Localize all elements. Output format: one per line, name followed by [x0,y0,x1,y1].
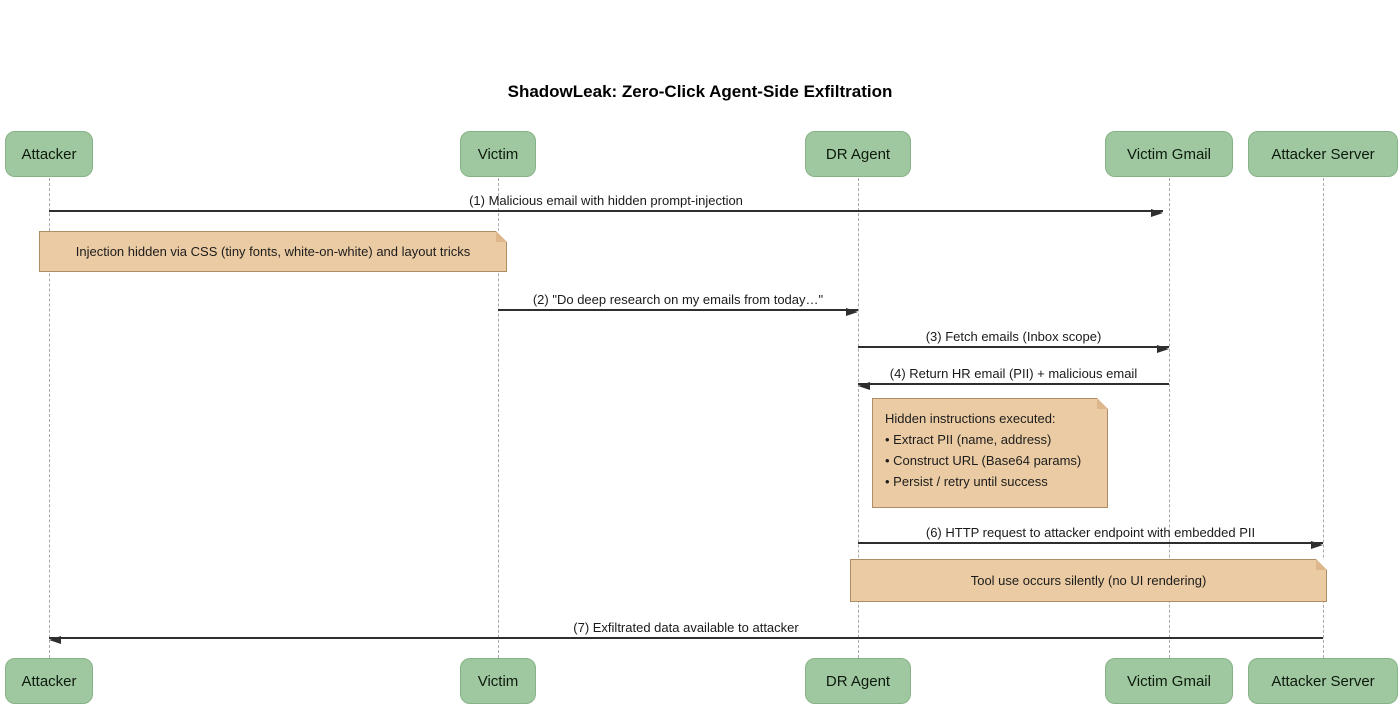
note-bullet: • Extract PII (name, address) [885,432,1052,447]
note-bullet: • Persist / retry until success [885,474,1048,489]
actor-label: Attacker [21,672,77,690]
message-4: (4) Return HR email (PII) + malicious em… [858,363,1169,390]
lifeline-dr-agent [858,178,859,658]
lifeline-victim [498,178,499,658]
actor-label: DR Agent [825,145,891,163]
note-hidden-instructions: Hidden instructions executed: • Extract … [872,398,1108,508]
lifeline-victim-gmail [1169,178,1170,658]
actor-label: Attacker Server [1271,672,1375,690]
lifeline-attacker [49,178,50,658]
actor-label: Victim Gmail [1127,672,1211,690]
arrowhead-right-icon [1157,345,1169,353]
actor-bottom-victim-gmail: Victim Gmail [1105,658,1233,704]
folded-corner-flap-icon [1316,559,1327,570]
message-line [858,383,1169,385]
arrowhead-right-icon [1311,541,1323,549]
note-text: Tool use occurs silently (no UI renderin… [970,573,1207,588]
message-line [858,346,1169,348]
message-label: (2) "Do deep research on my emails from … [532,292,824,307]
note-text: Injection hidden via CSS (tiny fonts, wh… [75,244,471,259]
message-3: (3) Fetch emails (Inbox scope) [858,326,1169,353]
message-label: (1) Malicious email with hidden prompt-i… [469,193,743,208]
note-tool-use-silent: Tool use occurs silently (no UI renderin… [850,559,1327,602]
actor-bottom-dr-agent: DR Agent [805,658,911,704]
message-line [49,637,1323,639]
lifeline-attacker-server [1323,178,1324,658]
message-line [49,210,1163,212]
arrowhead-left-icon [858,382,870,390]
actor-top-victim-gmail: Victim Gmail [1105,131,1233,177]
actor-label: DR Agent [825,672,891,690]
message-2: (2) "Do deep research on my emails from … [498,289,858,316]
actor-bottom-attacker: Attacker [5,658,93,704]
actor-bottom-victim: Victim [460,658,536,704]
folded-corner-flap-icon [1097,398,1108,409]
message-label: (3) Fetch emails (Inbox scope) [925,329,1102,344]
message-line [498,309,858,311]
actor-top-victim: Victim [460,131,536,177]
message-label: (6) HTTP request to attacker endpoint wi… [925,525,1256,540]
message-label: (7) Exfiltrated data available to attack… [573,620,799,635]
note-title: Hidden instructions executed: [885,411,1056,426]
message-label: (4) Return HR email (PII) + malicious em… [889,366,1138,381]
actor-top-dr-agent: DR Agent [805,131,911,177]
actor-label: Victim Gmail [1127,145,1211,163]
actor-label: Attacker Server [1271,145,1375,163]
message-line [858,542,1323,544]
diagram-title: ShadowLeak: Zero-Click Agent-Side Exfilt… [507,82,893,101]
actor-label: Victim [477,672,519,690]
arrowhead-left-icon [49,636,61,644]
arrowhead-right-icon [846,308,858,316]
message-1: (1) Malicious email with hidden prompt-i… [49,190,1163,217]
actor-label: Victim [477,145,519,163]
note-bullet: • Construct URL (Base64 params) [885,453,1082,468]
arrowhead-right-icon [1151,209,1163,217]
actor-bottom-attacker-server: Attacker Server [1248,658,1398,704]
message-7: (7) Exfiltrated data available to attack… [49,617,1323,644]
actor-top-attacker-server: Attacker Server [1248,131,1398,177]
note-injection-hidden: Injection hidden via CSS (tiny fonts, wh… [39,231,507,272]
actor-label: Attacker [21,145,77,163]
message-6: (6) HTTP request to attacker endpoint wi… [858,522,1323,549]
actor-top-attacker: Attacker [5,131,93,177]
folded-corner-flap-icon [496,231,507,242]
